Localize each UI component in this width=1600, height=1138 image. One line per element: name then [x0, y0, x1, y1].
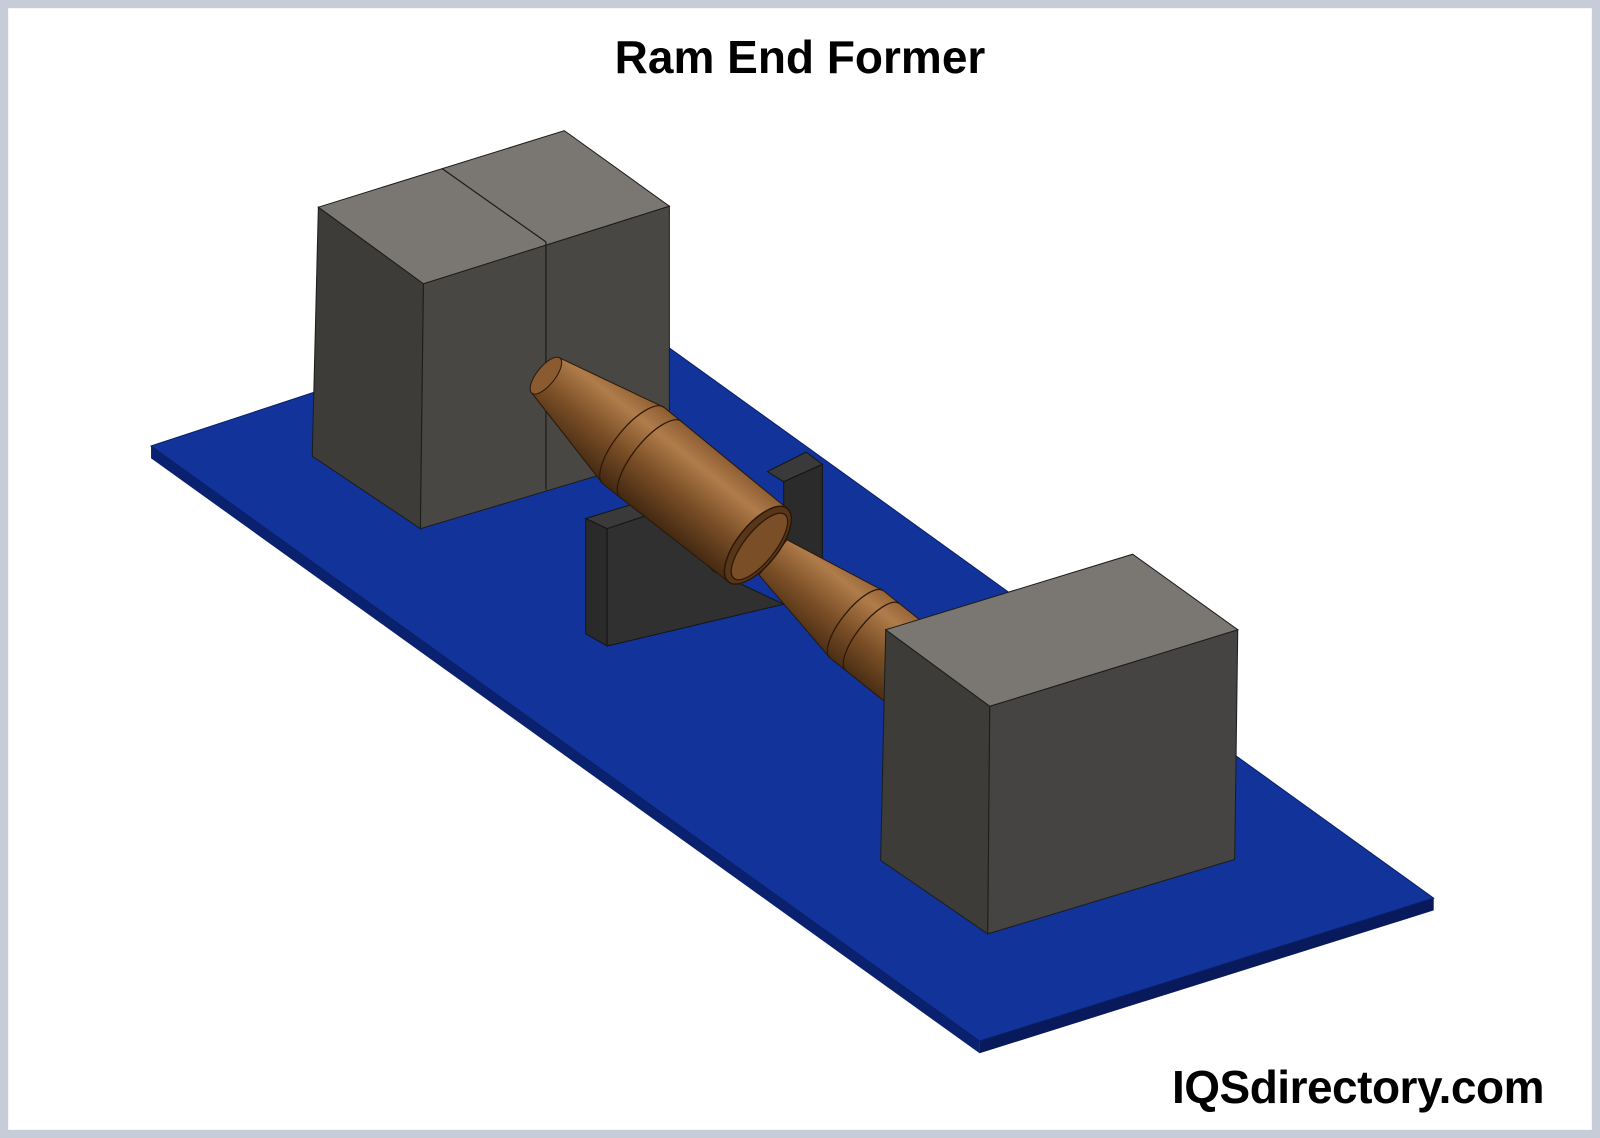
diagram-title: Ram End Former: [614, 31, 986, 83]
workpiece-tube: [529, 356, 948, 710]
site-watermark: IQSdirectory.com: [1171, 1061, 1545, 1113]
tube-support: [584, 451, 824, 647]
right-ram-block: [880, 553, 1239, 935]
